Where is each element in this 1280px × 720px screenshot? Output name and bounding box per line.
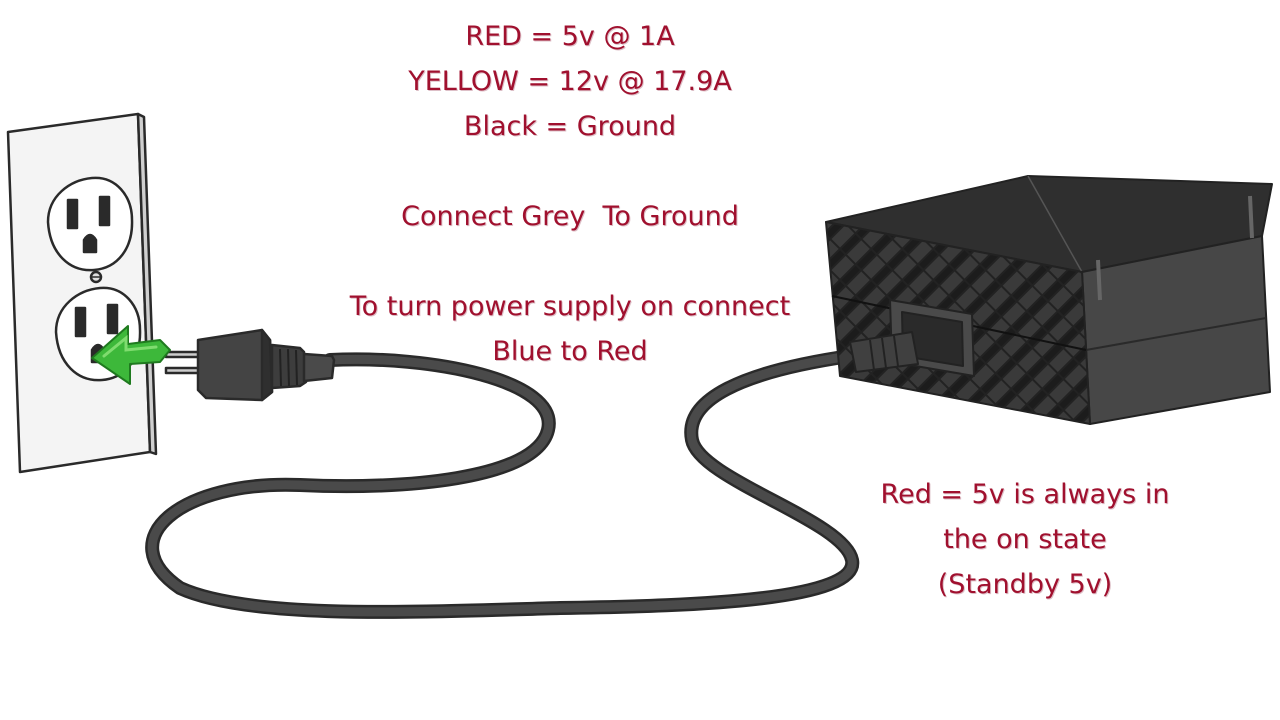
standby-note: Red = 5v is always in the on state (Stan… bbox=[840, 472, 1210, 607]
standby-line-3: (Standby 5v) bbox=[937, 569, 1113, 600]
black-wire-note: Black = Ground bbox=[463, 111, 677, 142]
power-brick-icon bbox=[825, 175, 1273, 425]
plug-in-arrow-icon bbox=[91, 325, 171, 385]
yellow-wire-note: YELLOW = 12v @ 17.9A bbox=[408, 66, 732, 97]
standby-line-2: the on state bbox=[943, 524, 1107, 555]
grey-wire-note: Connect Grey To Ground bbox=[330, 194, 810, 239]
plug-icon bbox=[164, 328, 336, 402]
wire-color-legend: RED = 5v @ 1A YELLOW = 12v @ 17.9A Black… bbox=[360, 14, 780, 149]
power-on-note: To turn power supply on connect Blue to … bbox=[300, 284, 840, 374]
power-cord bbox=[145, 349, 860, 619]
power-on-line-1: To turn power supply on connect bbox=[349, 291, 791, 322]
red-wire-note: RED = 5v @ 1A bbox=[465, 21, 675, 52]
grey-wire-text: Connect Grey To Ground bbox=[401, 201, 739, 232]
standby-line-1: Red = 5v is always in bbox=[880, 479, 1170, 510]
wall-outlet-icon bbox=[6, 112, 158, 474]
power-on-line-2: Blue to Red bbox=[492, 336, 648, 367]
